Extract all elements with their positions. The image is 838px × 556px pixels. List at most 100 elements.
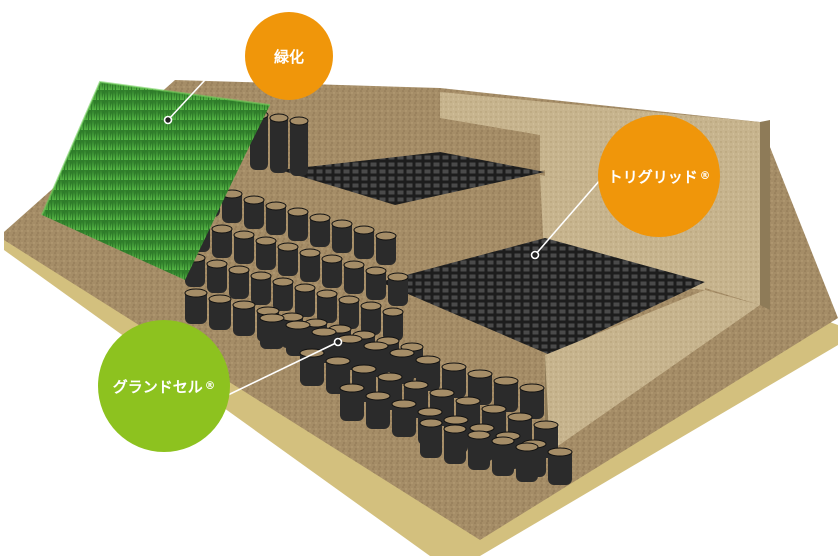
cell-wall	[392, 401, 416, 437]
cell-opening	[443, 424, 467, 434]
cell-wall	[444, 426, 466, 464]
greening-pointer-dot	[163, 115, 173, 125]
cell-opening	[481, 404, 507, 414]
cell-opening	[321, 254, 343, 264]
cell-wall	[286, 322, 310, 356]
cell-wall	[270, 115, 288, 173]
cell-wall	[516, 444, 538, 482]
cell-wall	[366, 393, 390, 429]
groundcell-pointer-dot	[333, 337, 343, 347]
cell-opening	[429, 388, 455, 398]
cell-opening	[309, 213, 331, 223]
cell-wall	[548, 449, 572, 485]
cell-wall	[222, 191, 242, 223]
cell-opening	[353, 225, 375, 235]
cell-opening	[299, 248, 321, 258]
cell-opening	[250, 271, 272, 281]
cell-wall	[290, 118, 308, 176]
groundcell-registered-mark: ®	[204, 380, 216, 392]
cell-opening	[365, 391, 391, 401]
cell-wall	[361, 303, 381, 335]
cell-wall	[354, 227, 374, 259]
cell-wall	[340, 385, 364, 421]
cell-wall	[383, 309, 403, 341]
cell-opening	[441, 362, 467, 372]
cell-wall	[229, 267, 249, 299]
groundcell-callout: グランドセル®	[98, 320, 230, 452]
cell-wall	[310, 215, 330, 247]
cell-wall	[339, 297, 359, 329]
greening-pointer-line	[167, 79, 206, 121]
cell-opening	[493, 376, 519, 386]
cell-wall	[468, 371, 492, 405]
cell-opening	[294, 283, 316, 293]
cell-opening	[419, 418, 443, 428]
greening-label: 緑化	[273, 47, 304, 66]
cell-opening	[387, 272, 409, 282]
trigrid-pointer-dot	[530, 250, 540, 260]
cell-opening	[351, 364, 377, 374]
cell-opening	[233, 230, 255, 240]
callout-lines	[163, 79, 601, 396]
trigrid-pointer-line	[534, 179, 601, 256]
cell-opening	[211, 224, 233, 234]
cell-wall	[212, 226, 232, 258]
cell-opening	[467, 369, 493, 379]
groundcell-pointer-line	[227, 341, 339, 396]
cell-wall	[344, 262, 364, 294]
cell-wall	[278, 244, 298, 276]
cell-opening	[206, 259, 228, 269]
cell-opening	[343, 260, 365, 270]
greening-slope	[41, 80, 271, 280]
cell-opening	[391, 399, 417, 409]
cell-opening	[228, 265, 250, 275]
cell-opening	[455, 396, 481, 406]
cell-opening	[533, 420, 559, 430]
cell-wall	[420, 420, 442, 458]
cell-opening	[265, 201, 287, 211]
cell-opening	[377, 372, 403, 382]
cell-opening	[331, 219, 353, 229]
cell-wall	[273, 279, 293, 311]
cell-opening	[255, 236, 277, 246]
trigrid-callout: トリグリッド®	[598, 115, 720, 237]
cell-wall	[244, 197, 264, 229]
cell-opening	[269, 113, 289, 123]
cell-opening	[280, 312, 304, 322]
cell-wall	[468, 432, 490, 470]
cell-opening	[277, 242, 299, 252]
cell-opening	[375, 231, 397, 241]
cell-wall	[288, 209, 308, 241]
cell-wall	[266, 203, 286, 235]
cell-wall	[520, 385, 544, 419]
cell-wall	[209, 296, 231, 330]
cell-opening	[232, 300, 256, 310]
cell-wall	[366, 268, 386, 300]
cell-opening	[443, 415, 469, 425]
cell-wall	[494, 378, 518, 412]
cell-opening	[417, 407, 443, 417]
cell-wall	[300, 350, 324, 386]
cell-opening	[491, 436, 515, 446]
groundcell-blocks	[184, 110, 573, 485]
upper-trigrid-layer	[280, 152, 545, 205]
cell-opening	[507, 412, 533, 422]
cell-wall	[260, 315, 284, 349]
cell-opening	[184, 288, 208, 298]
cell-wall	[322, 256, 342, 288]
cell-opening	[389, 348, 415, 358]
cell-wall	[388, 274, 408, 306]
cell-opening	[547, 447, 573, 457]
cell-wall	[317, 291, 337, 323]
lower-trigrid-layer	[380, 238, 705, 355]
cell-wall	[332, 221, 352, 253]
trigrid-label: トリグリッド	[607, 167, 698, 186]
greening-callout: 緑化	[245, 12, 333, 100]
cell-opening	[339, 383, 365, 393]
cell-opening	[259, 313, 285, 323]
cell-opening	[289, 116, 309, 126]
cell-opening	[467, 430, 491, 440]
cell-wall	[185, 290, 207, 324]
cell-opening	[316, 289, 338, 299]
cell-opening	[403, 380, 429, 390]
